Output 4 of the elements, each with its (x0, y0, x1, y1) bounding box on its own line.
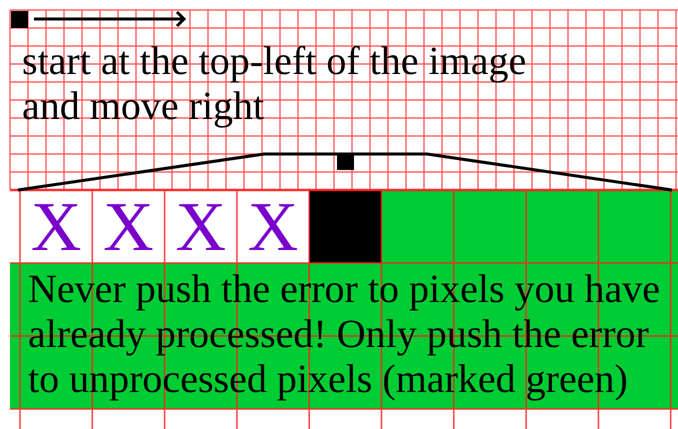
processed-mark: X (30, 193, 82, 263)
processed-mark: X (102, 193, 155, 263)
processed-mark: X (246, 193, 300, 263)
processed-mark: X (174, 193, 228, 263)
